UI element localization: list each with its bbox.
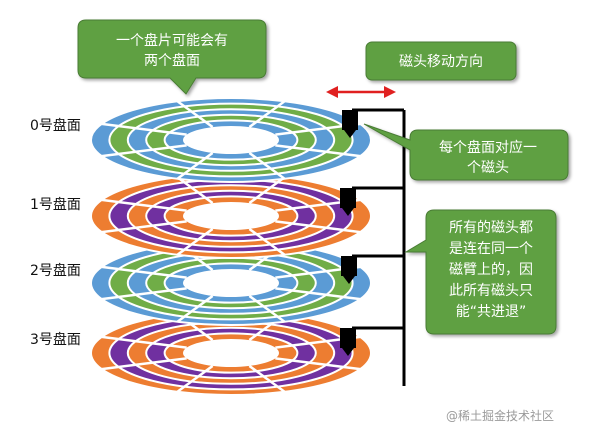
callout-two-surfaces (77, 19, 267, 95)
callout-head-direction-text: 磁头移动方向 (399, 54, 483, 70)
sector-divider (248, 227, 286, 256)
read-write-head-0 (342, 110, 358, 138)
read-write-head-2 (341, 256, 357, 284)
callout-shared-arm-line-2: 是连在同一个 (449, 241, 533, 257)
spindle-hub (183, 202, 279, 230)
sector-divider (176, 227, 214, 256)
read-write-head-1 (340, 188, 356, 216)
sector-divider (101, 122, 187, 136)
surface-label-1: 1号盘面 (30, 196, 81, 213)
callout-shared-arm-line-3: 磁臂上的，因 (449, 262, 533, 278)
sector-divider (176, 100, 214, 129)
read-write-head-3 (340, 328, 356, 356)
sector-divider (248, 176, 286, 205)
spindle-hub (183, 269, 279, 297)
surface-label-3: 3号盘面 (30, 331, 81, 348)
sector-divider (176, 294, 214, 323)
sector-divider (101, 220, 187, 234)
head-direction-arrow (326, 86, 396, 98)
sector-divider (101, 287, 187, 301)
callout-two-surfaces-line-1: 一个盘片可能会有 (116, 32, 228, 49)
sector-divider (248, 294, 286, 323)
spindle-hub (183, 126, 279, 154)
sector-divider (101, 357, 187, 371)
platter-surface-1 (90, 173, 372, 259)
watermark: @稀土掘金技术社区 (446, 408, 554, 423)
callout-shared-arm (404, 209, 557, 335)
spindle-hub (183, 339, 279, 367)
callout-one-head-per-surface (363, 123, 569, 181)
actuator-arm (352, 108, 406, 386)
callout-shared-arm-line-1: 所有的磁头都 (449, 220, 533, 236)
sector-divider (101, 198, 187, 212)
platter-surface-0 (90, 97, 372, 183)
sector-divider (176, 364, 214, 393)
sector-divider (248, 151, 286, 180)
sector-divider (275, 357, 361, 371)
sector-divider (101, 144, 187, 158)
sector-divider (275, 287, 361, 301)
platter-surface-2 (90, 240, 372, 326)
sector-divider (248, 364, 286, 393)
callout-shared-arm-line-5: 能“共进退” (456, 304, 527, 320)
sector-divider (176, 151, 214, 180)
callout-two-surfaces-line-2: 两个盘面 (144, 52, 200, 69)
sector-divider (176, 176, 214, 205)
sector-divider (275, 220, 361, 234)
sector-divider (101, 335, 187, 349)
callout-one-head-line-2: 个磁头 (467, 160, 509, 176)
sector-divider (248, 100, 286, 129)
callout-head-direction (365, 41, 517, 81)
sector-divider (101, 265, 187, 279)
surface-label-2: 2号盘面 (30, 262, 81, 279)
sector-divider (275, 144, 361, 158)
callout-shared-arm-line-4: 此所有磁头只 (449, 283, 533, 299)
callout-one-head-line-1: 每个盘面对应一 (439, 139, 537, 156)
surface-label-0: 0号盘面 (30, 117, 81, 134)
